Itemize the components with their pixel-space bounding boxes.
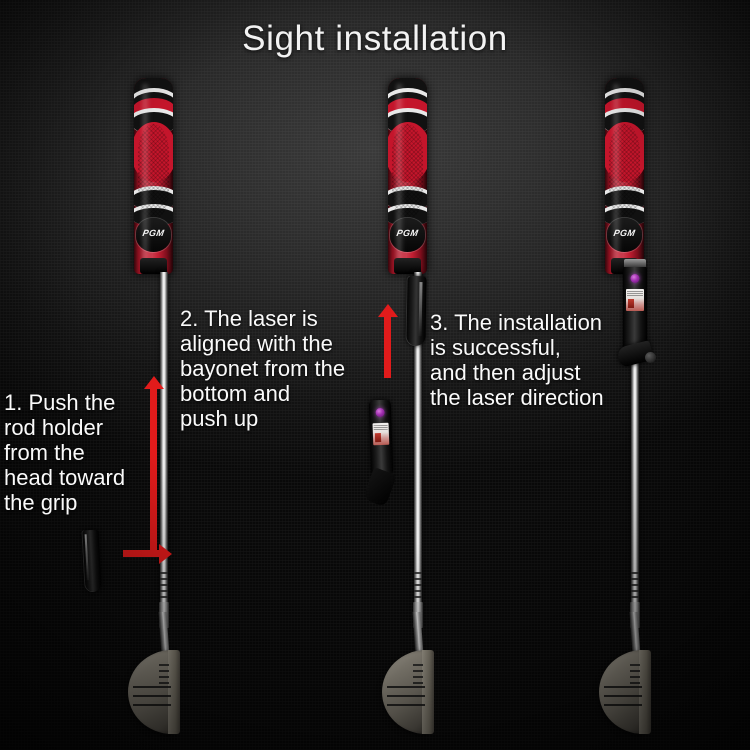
laser-warning-label — [626, 289, 644, 311]
rod-holder-clip-mounted — [405, 275, 427, 347]
grip-brand-logo: PGM — [612, 228, 637, 238]
grip-brand-logo: PGM — [395, 228, 420, 238]
arrowhead-up-icon — [143, 376, 164, 389]
laser-mount-foot — [362, 466, 397, 508]
putter-head — [599, 650, 651, 734]
club-grip: PGM — [134, 78, 173, 274]
putter-head — [128, 650, 180, 734]
club-grip: PGM — [605, 78, 644, 274]
step-1-caption: 1. Push the rod holder from the head tow… — [4, 390, 126, 515]
putter-head-alignment-lines — [387, 686, 425, 712]
arrowhead-right-icon — [159, 543, 172, 564]
putter-head — [382, 650, 434, 734]
grip-highlight — [614, 84, 621, 266]
step-3-caption: 3. The installation is successful, and t… — [430, 310, 604, 410]
laser-lens-icon — [630, 274, 640, 283]
grip-highlight — [397, 84, 404, 266]
grip-highlight — [143, 84, 150, 266]
grip-brand-logo: PGM — [141, 228, 166, 238]
putter-head-notch — [630, 664, 640, 686]
page-title: Sight installation — [242, 19, 508, 58]
putter-head-notch — [159, 664, 169, 686]
shaft-bands — [160, 572, 168, 600]
rod-holder-clip — [81, 529, 102, 593]
shaft-bands — [414, 572, 422, 600]
shaft-bands — [631, 572, 639, 600]
step-2-caption: 2. The laser is aligned with the bayonet… — [180, 306, 346, 431]
putter-head-notch — [413, 664, 423, 686]
club-grip: PGM — [388, 78, 427, 274]
putter-head-alignment-lines — [604, 686, 642, 712]
step-2-arrow-vertical — [377, 304, 398, 378]
laser-adjust-knob[interactable] — [645, 352, 656, 363]
putter-head-alignment-lines — [133, 686, 171, 712]
laser-collar — [624, 259, 646, 267]
